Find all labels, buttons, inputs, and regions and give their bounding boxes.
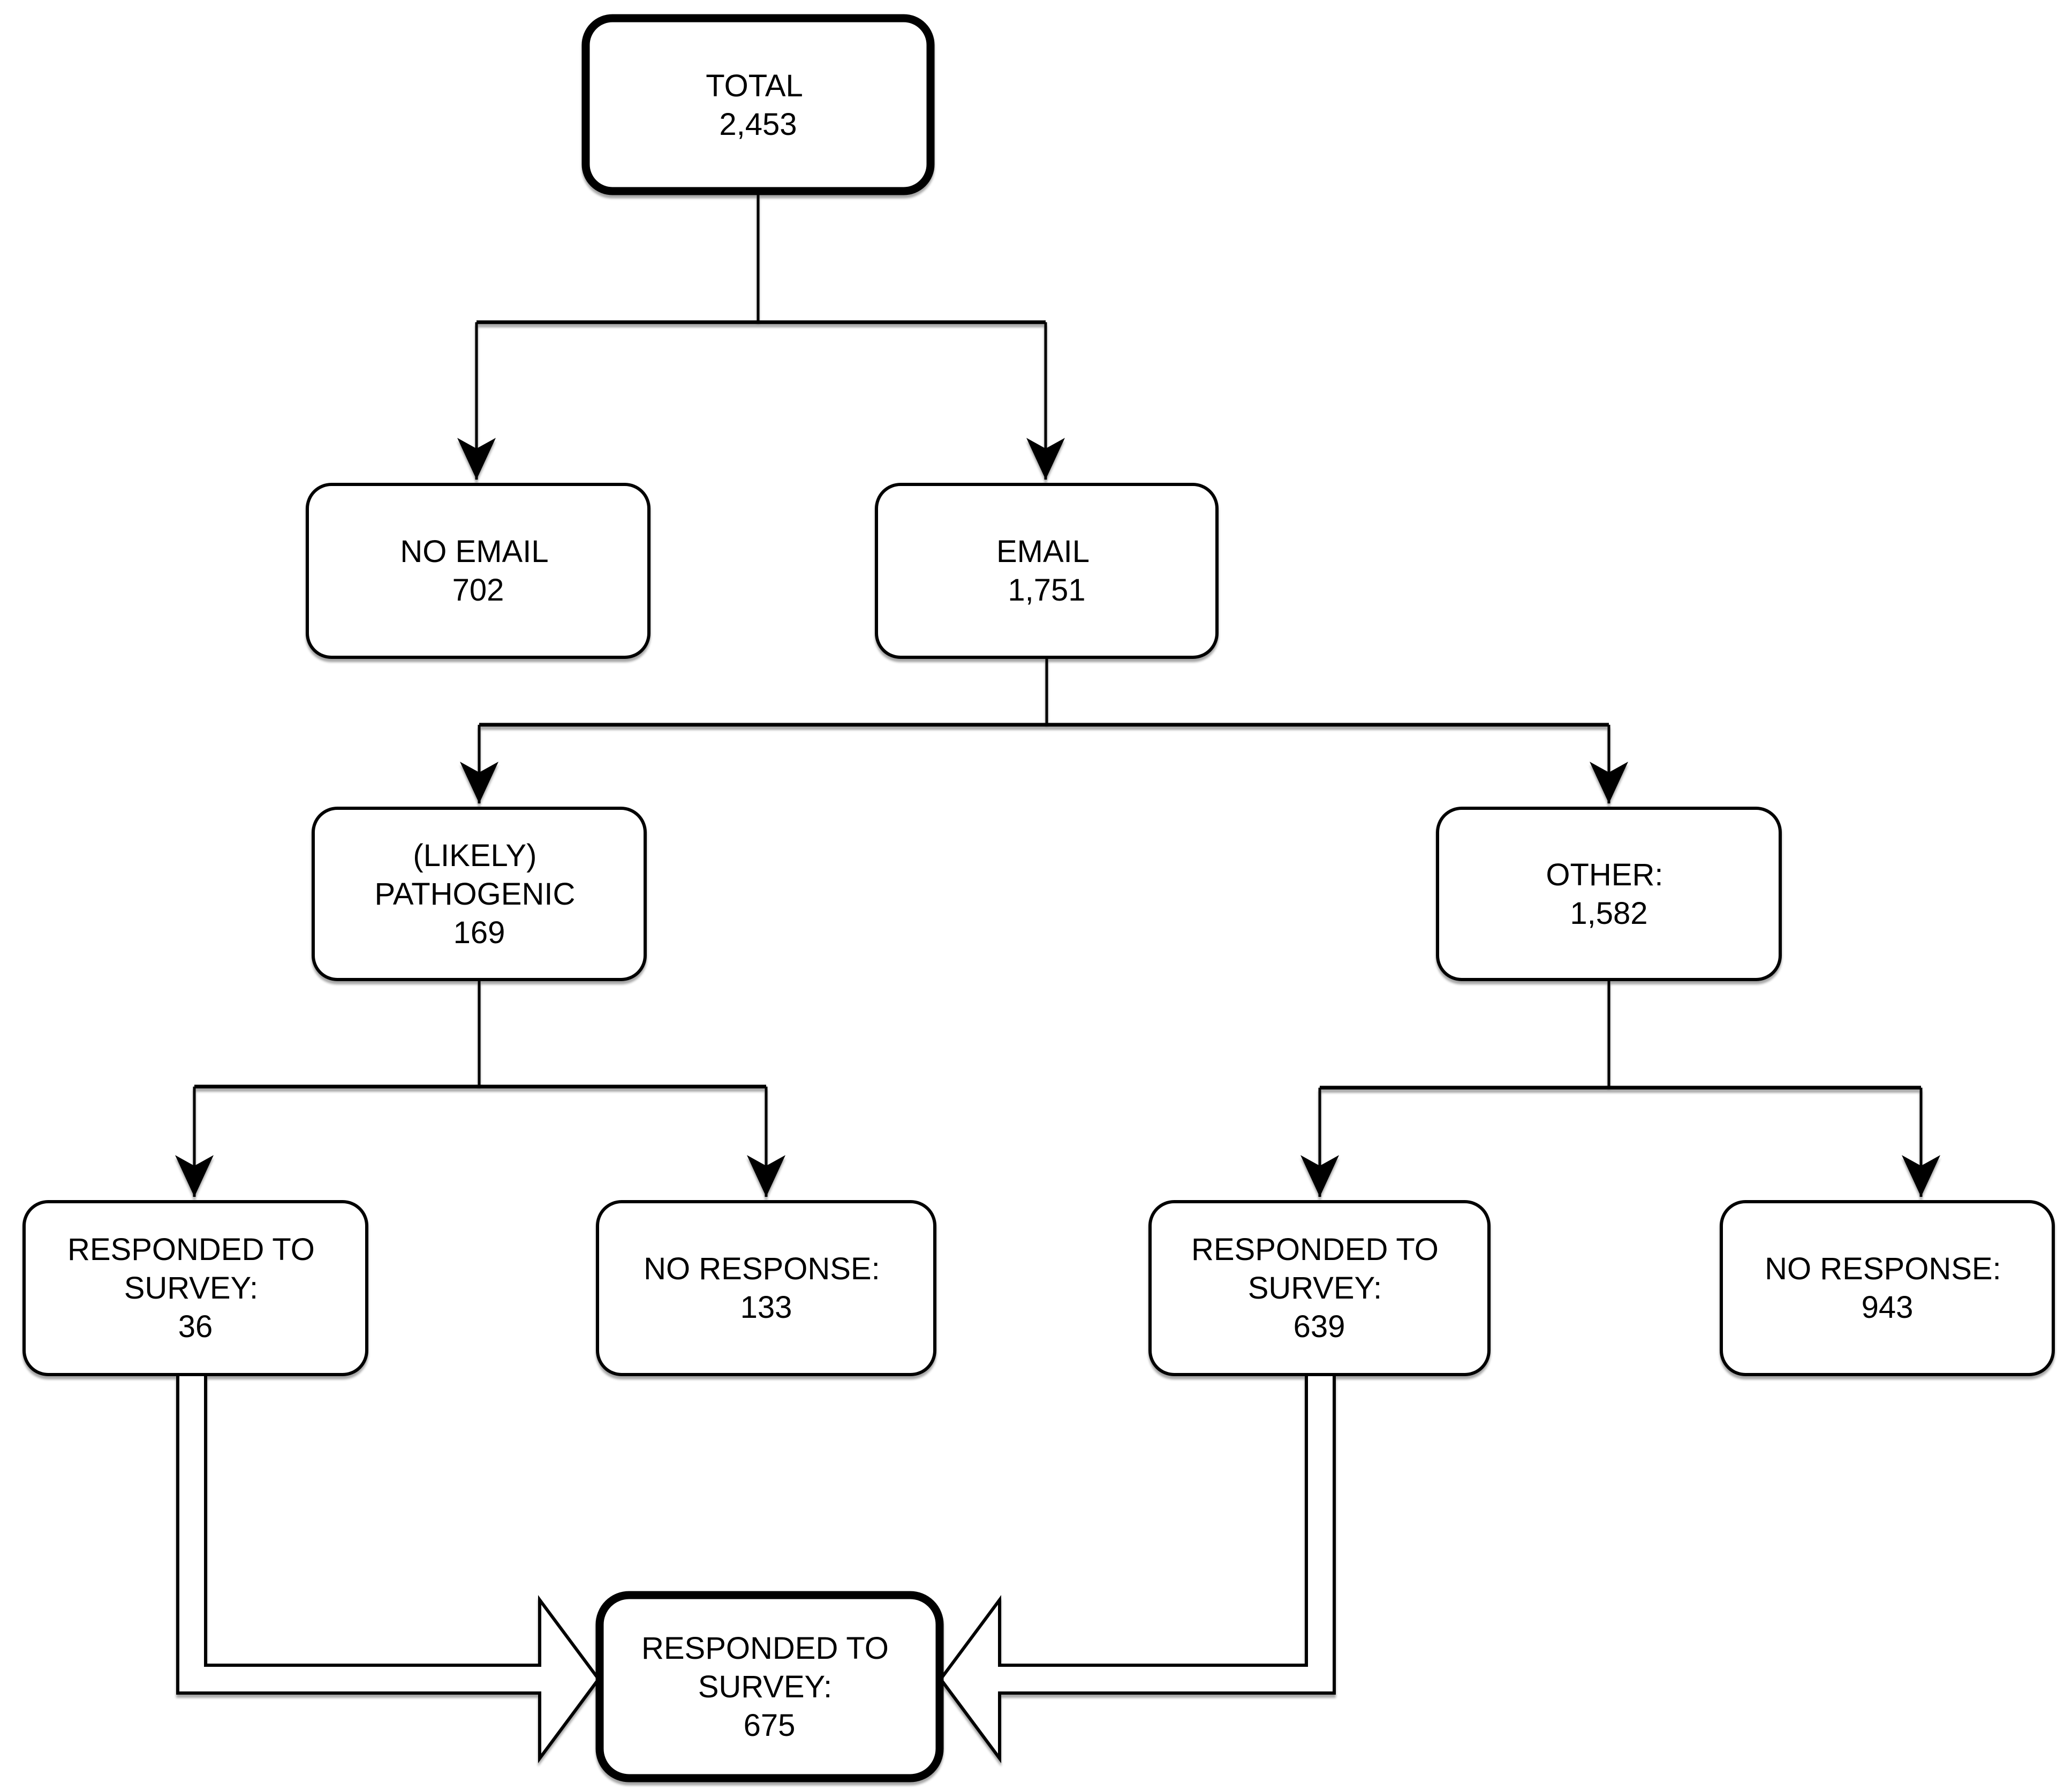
node-other-line-1: OTHER:: [1546, 857, 1663, 892]
node-responded-total-line-2: SURVEY:: [698, 1669, 832, 1704]
node-email-line-1: EMAIL: [996, 534, 1089, 569]
node-likely-pathogenic-line-1: (LIKELY): [413, 838, 536, 873]
node-likely-pathogenic-line-2: PATHOGENIC: [374, 877, 575, 912]
node-likely-pathogenic-line-3: 169: [453, 915, 505, 950]
node-likely-pathogenic: (LIKELY) PATHOGENIC 169: [312, 807, 647, 981]
node-no-response-other: NO RESPONSE: 943: [1720, 1200, 2055, 1376]
node-other: OTHER: 1,582: [1436, 807, 1782, 981]
node-no-response-pathogenic-box: [596, 1200, 936, 1376]
node-no-email: NO EMAIL 702: [306, 483, 651, 659]
node-no-email-box: [306, 483, 651, 659]
node-total: TOTAL 2,453: [581, 14, 935, 195]
node-responded-other-line-3: 639: [1294, 1309, 1345, 1344]
node-no-response-other-line-1: NO RESPONSE:: [1765, 1251, 2001, 1286]
node-total-line-1: TOTAL: [706, 69, 802, 103]
node-responded-pathogenic-label: RESPONDED TO SURVEY: 36: [67, 1232, 323, 1344]
node-no-response-pathogenic-line-2: 133: [740, 1290, 792, 1325]
node-other-box: [1436, 807, 1782, 981]
hollow-arrow-right: [939, 1372, 1336, 1764]
node-likely-pathogenic-label: (LIKELY) PATHOGENIC 169: [374, 838, 584, 950]
connector-email-split: [460, 657, 1628, 803]
node-responded-other-box: [1148, 1200, 1491, 1376]
node-responded-total: RESPONDED TO SURVEY: 675: [595, 1591, 944, 1782]
node-responded-total-box: [595, 1591, 944, 1782]
node-no-response-pathogenic-line-1: NO RESPONSE:: [644, 1251, 880, 1286]
node-no-email-label: NO EMAIL 702: [400, 534, 556, 608]
node-other-label: OTHER: 1,582: [1546, 857, 1672, 931]
node-total-box: [581, 14, 935, 195]
node-no-response-pathogenic: NO RESPONSE: 133: [596, 1200, 936, 1376]
node-no-response-pathogenic-label: NO RESPONSE: 133: [644, 1251, 889, 1325]
node-email: EMAIL 1,751: [875, 483, 1219, 659]
node-other-line-2: 1,582: [1570, 896, 1647, 931]
node-responded-pathogenic-line-1: RESPONDED TO: [67, 1232, 315, 1267]
connector-total-split: [457, 191, 1065, 480]
node-email-line-2: 1,751: [1008, 573, 1085, 608]
hollow-arrow-left: [176, 1372, 601, 1764]
node-responded-pathogenic-box: [22, 1200, 368, 1376]
node-no-email-line-2: 702: [452, 573, 504, 608]
node-no-response-other-box: [1720, 1200, 2055, 1376]
node-responded-pathogenic-line-2: SURVEY:: [124, 1271, 258, 1306]
node-email-label: EMAIL 1,751: [996, 534, 1097, 608]
node-responded-pathogenic: RESPONDED TO SURVEY: 36: [22, 1200, 368, 1376]
node-total-label: TOTAL 2,453: [706, 69, 811, 142]
connector-pathogenic-split: [175, 980, 785, 1197]
diagram: TOTAL 2,453 NO EMAIL 702 EMAIL 1,751 (LI…: [22, 14, 2055, 1782]
node-responded-other-line-1: RESPONDED TO: [1191, 1232, 1439, 1267]
node-responded-pathogenic-line-3: 36: [178, 1309, 213, 1344]
node-email-box: [875, 483, 1219, 659]
node-no-response-other-label: NO RESPONSE: 943: [1765, 1251, 2010, 1325]
connector-other-split: [1300, 980, 1940, 1197]
node-responded-total-label: RESPONDED TO SURVEY: 675: [641, 1631, 897, 1743]
node-responded-other-line-2: SURVEY:: [1248, 1271, 1382, 1306]
node-responded-other: RESPONDED TO SURVEY: 639: [1148, 1200, 1491, 1376]
node-responded-total-line-3: 675: [744, 1708, 796, 1743]
node-no-response-other-line-2: 943: [1862, 1290, 1914, 1325]
node-likely-pathogenic-box: [312, 807, 647, 981]
node-responded-total-line-1: RESPONDED TO: [641, 1631, 889, 1666]
node-total-line-2: 2,453: [719, 107, 797, 142]
node-responded-other-label: RESPONDED TO SURVEY: 639: [1191, 1232, 1447, 1344]
node-no-email-line-1: NO EMAIL: [400, 534, 548, 569]
